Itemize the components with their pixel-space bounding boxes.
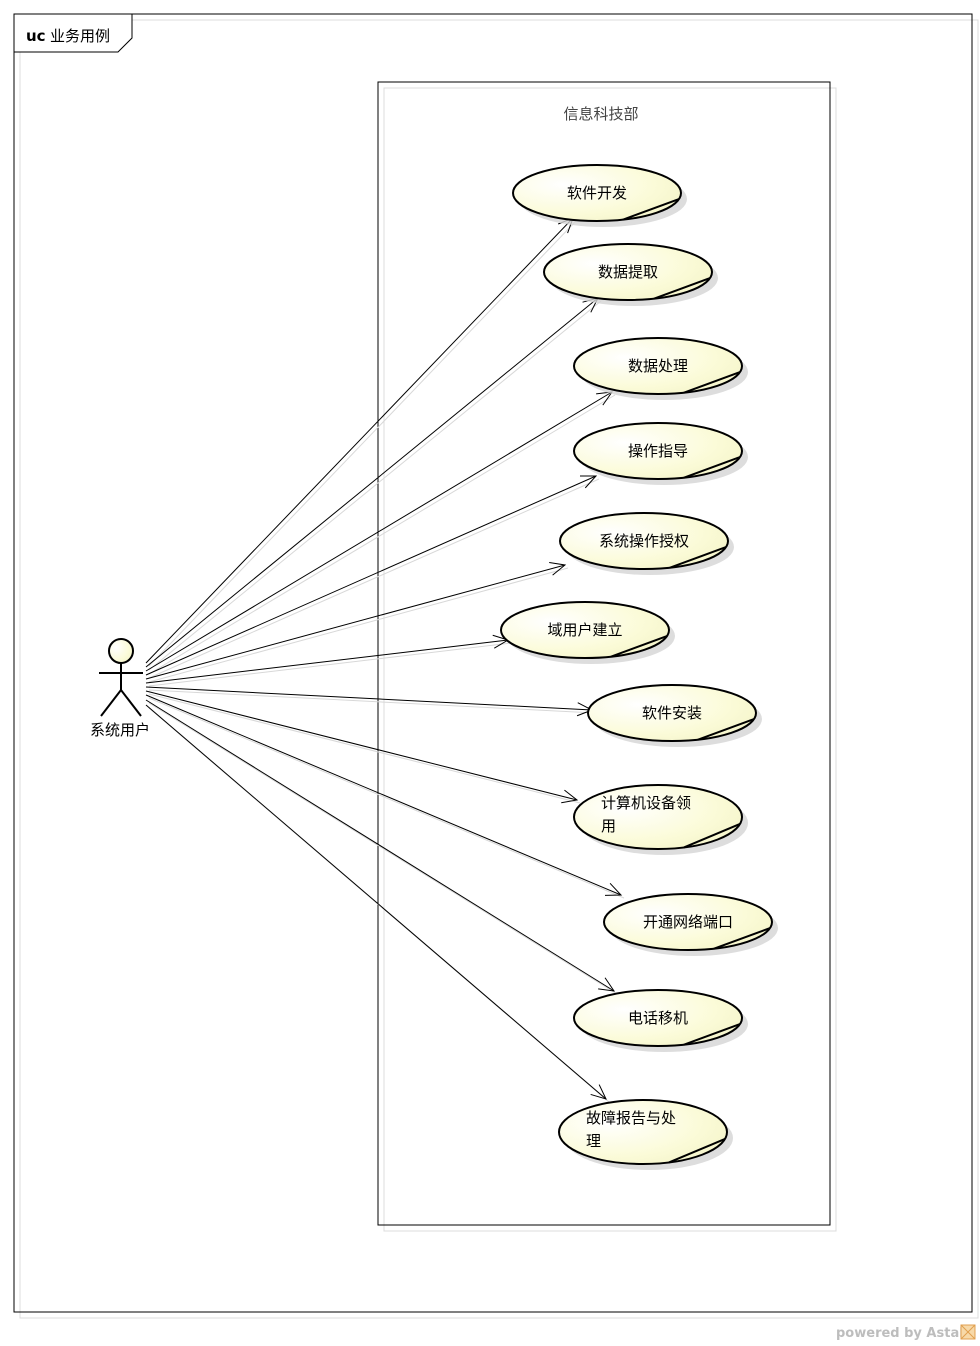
- association-shadow: [148, 478, 600, 679]
- use-case-fold: [683, 823, 741, 849]
- footer-text: powered by Astah: [836, 1326, 968, 1341]
- association-shadow: [148, 220, 577, 667]
- frame-shadow: [19, 19, 979, 1319]
- use-case-fold: [713, 927, 771, 950]
- use-case: 系统操作授权: [559, 512, 734, 575]
- use-case-label: 故障报告与处: [586, 1109, 676, 1127]
- use-case-fold: [697, 718, 755, 741]
- frame-tab: [13, 13, 133, 53]
- association-arrowhead: [604, 882, 623, 896]
- use-case-fold: [610, 635, 668, 658]
- association-arrowhead: [579, 475, 598, 489]
- use-case-ellipse: [559, 512, 729, 570]
- association-shadow: [148, 702, 618, 995]
- system-boundary: [377, 81, 831, 1226]
- use-case: 域用户建立: [500, 601, 675, 664]
- actor-name: 系统用户: [90, 721, 150, 739]
- use-case-ellipse: [558, 1099, 728, 1165]
- use-case-label: 理: [586, 1132, 601, 1150]
- association-shadow: [148, 642, 512, 687]
- use-case-fold: [653, 277, 711, 300]
- use-case-label: 数据提取: [598, 263, 658, 281]
- association-line: [145, 639, 509, 684]
- association-line: [145, 694, 622, 896]
- associations: [145, 217, 625, 1103]
- frame-keyword: uc: [26, 27, 46, 45]
- use-cases: 软件开发数据提取数据处理操作指导系统操作授权域用户建立软件安装计算机设备领用开通…: [500, 164, 778, 1170]
- use-case: 开通网络端口: [603, 893, 778, 956]
- use-case-ellipse: [573, 337, 743, 395]
- use-case-ellipse: [573, 784, 743, 850]
- use-case-label: 系统操作授权: [599, 532, 689, 550]
- association-shadow: [148, 394, 616, 675]
- association-shadow: [148, 300, 602, 671]
- use-case-label: 软件开发: [567, 184, 627, 202]
- use-case: 软件安装: [587, 684, 762, 747]
- use-case-ellipse: [603, 893, 773, 951]
- use-case-ellipse: [573, 422, 743, 480]
- actor-left-leg: [100, 689, 122, 717]
- use-case: 软件开发: [512, 164, 687, 227]
- use-case: 数据处理: [573, 337, 748, 400]
- association-shadow: [148, 689, 596, 714]
- association-line: [145, 475, 597, 676]
- diagram-frame: [13, 13, 973, 1313]
- actor: [99, 638, 143, 717]
- use-case-fold: [622, 198, 680, 221]
- association-line: [145, 297, 599, 668]
- use-case-label: 开通网络端口: [643, 913, 733, 931]
- use-case-label: 域用户建立: [547, 621, 622, 639]
- use-case-ellipse: [500, 601, 670, 659]
- use-case-label: 数据处理: [628, 357, 688, 375]
- association-shadow: [148, 697, 625, 899]
- association-line: [145, 391, 613, 672]
- association-arrowhead: [590, 1084, 607, 1100]
- actor-right-leg: [120, 689, 142, 717]
- association-line: [145, 690, 578, 801]
- association-shadow: [148, 567, 569, 683]
- association-arrowhead: [549, 562, 567, 576]
- use-case-label: 用: [601, 817, 616, 835]
- use-case: 数据提取: [543, 243, 718, 306]
- use-case-fold: [683, 1023, 741, 1046]
- association-shadow: [148, 693, 581, 804]
- use-case-ellipse: [573, 989, 743, 1047]
- use-case: 操作指导: [573, 422, 748, 485]
- use-case-ellipse: [587, 684, 757, 742]
- system-title: 信息科技部: [563, 105, 638, 123]
- use-case: 电话移机: [573, 989, 748, 1052]
- use-case-label: 电话移机: [628, 1009, 688, 1027]
- association-line: [145, 686, 593, 711]
- association-arrowhead: [598, 977, 616, 992]
- use-case-label: 操作指导: [628, 442, 688, 460]
- association-line: [145, 704, 607, 1100]
- use-case-label: 计算机设备领: [601, 794, 691, 812]
- use-case-fold: [669, 546, 727, 569]
- use-case-ellipse: [512, 164, 682, 222]
- system-boundary-shadow: [383, 87, 837, 1232]
- association-arrowhead: [561, 789, 579, 804]
- use-case-fold: [668, 1138, 726, 1164]
- association-line: [145, 217, 574, 664]
- frame-name: 业务用例: [50, 27, 110, 45]
- astah-logo-icon: [960, 1324, 976, 1340]
- association-line: [145, 564, 566, 680]
- use-case-ellipse: [543, 243, 713, 301]
- actor-head: [108, 638, 134, 664]
- use-case-fold: [683, 371, 741, 394]
- use-case-label: 软件安装: [642, 704, 702, 722]
- association-line: [145, 699, 615, 992]
- use-case-fold: [683, 456, 741, 479]
